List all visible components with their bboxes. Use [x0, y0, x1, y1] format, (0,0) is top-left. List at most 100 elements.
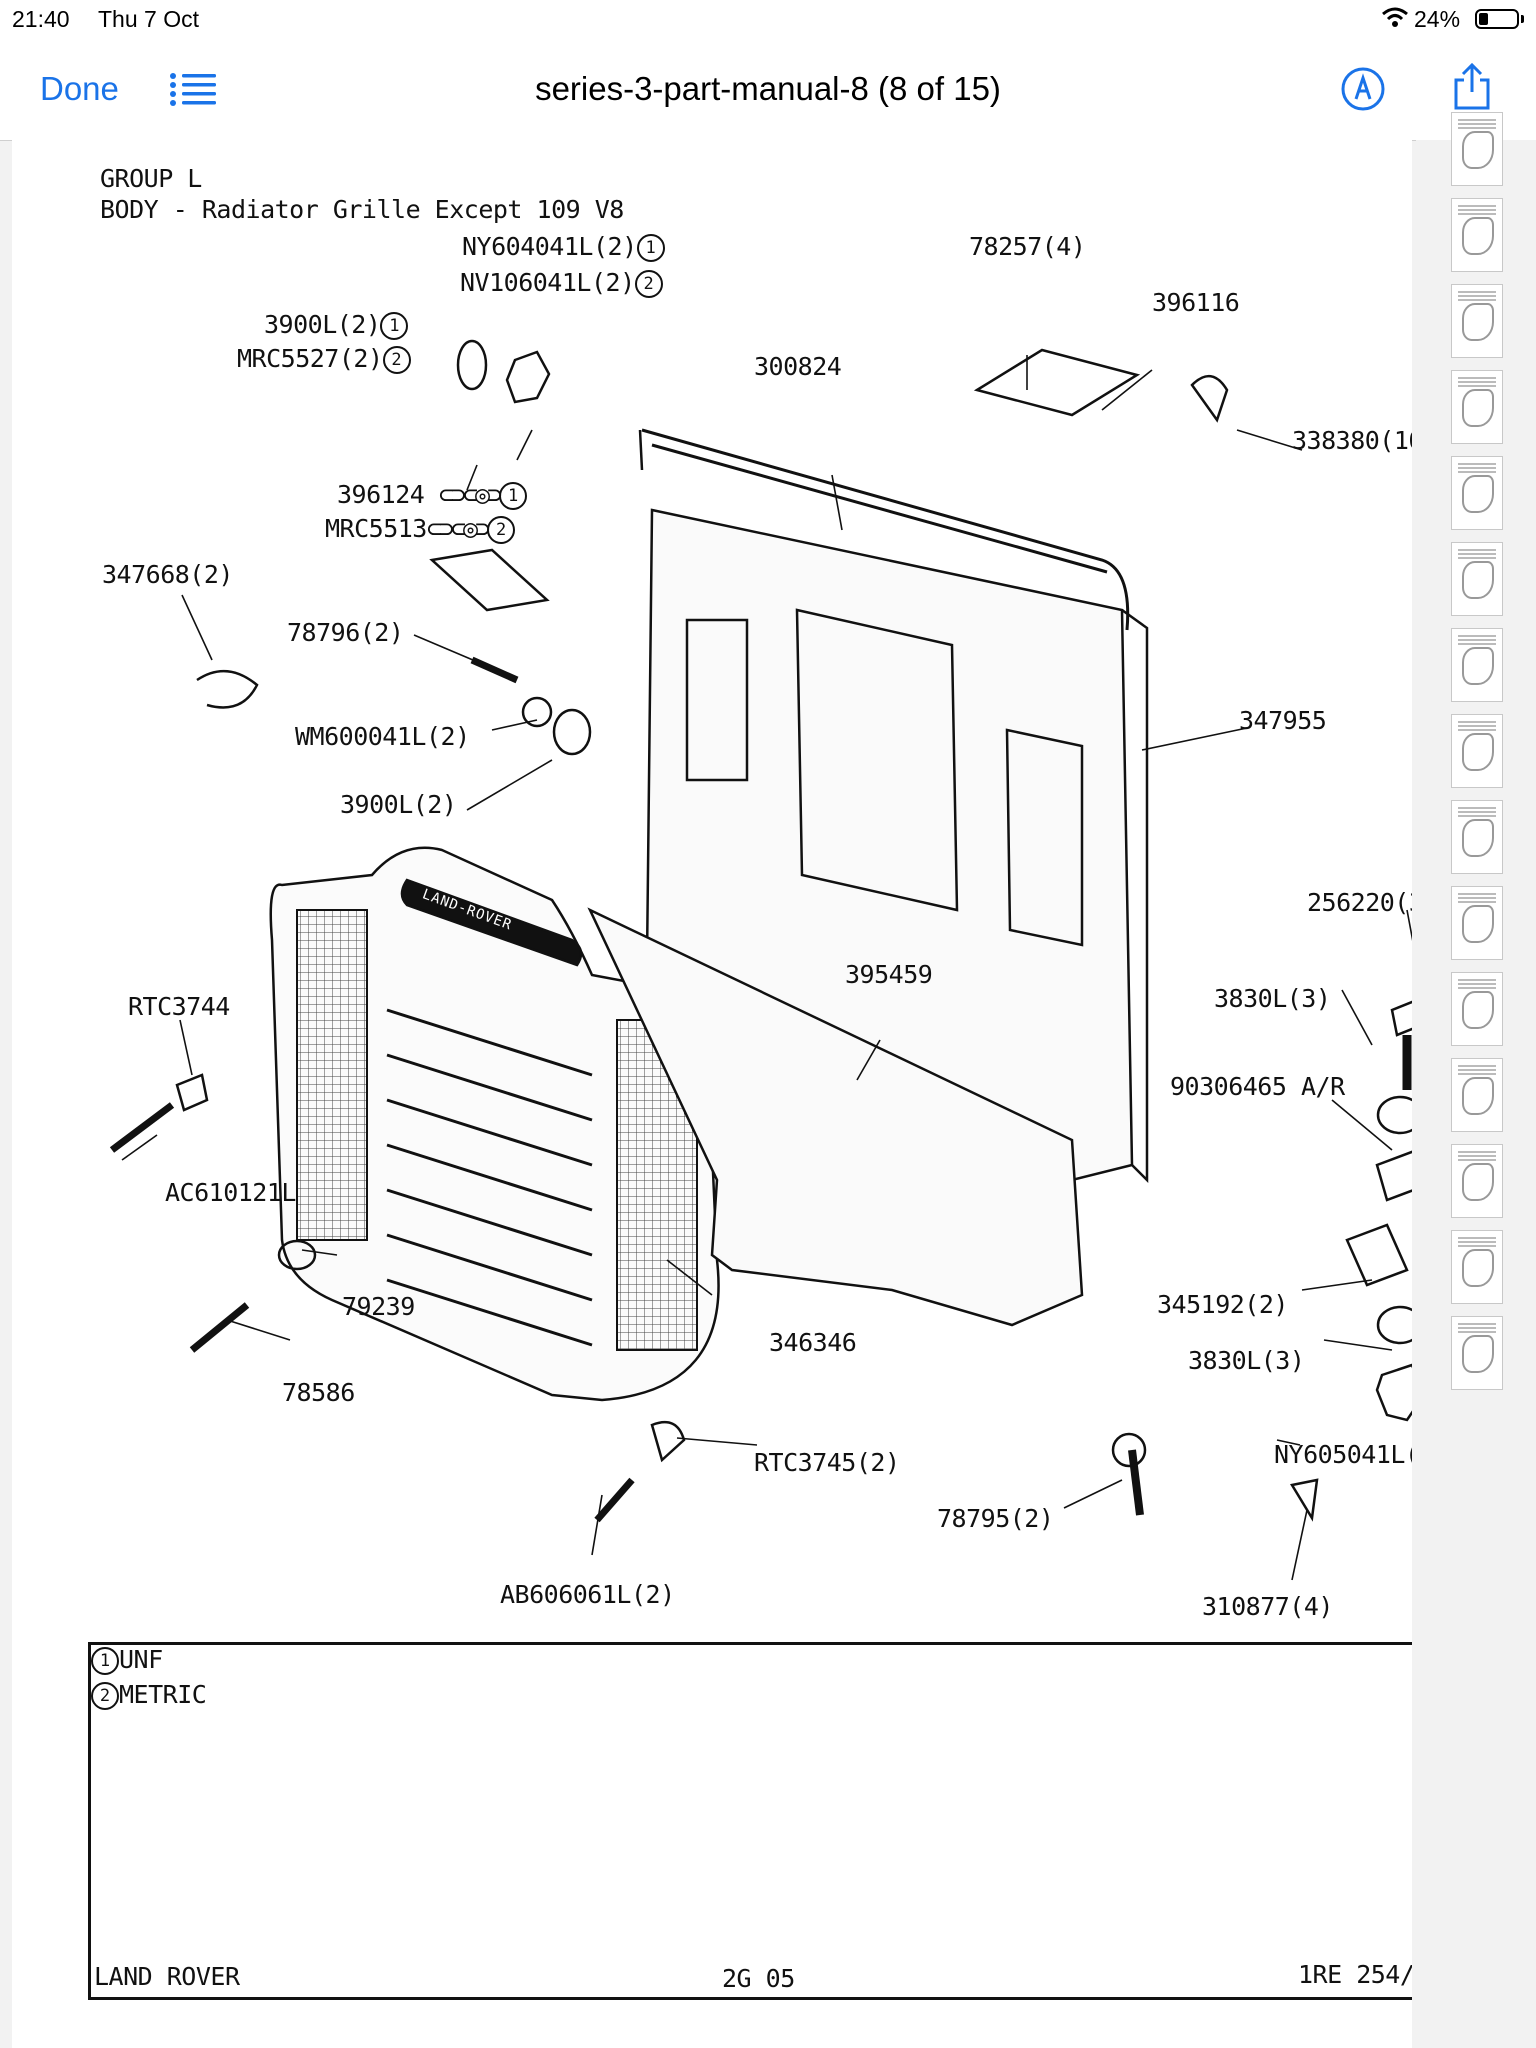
thumbnail-figure: [1462, 991, 1494, 1029]
thumbnail-figure: [1462, 561, 1494, 599]
page-subtitle: BODY - Radiator Grille Except 109 V8: [100, 195, 624, 224]
page-thumbnail[interactable]: [1451, 628, 1503, 702]
thumbnail-line: [1458, 291, 1496, 293]
page-thumbnail[interactable]: [1451, 542, 1503, 616]
thumbnail-line: [1458, 549, 1496, 551]
thumbnail-line: [1458, 213, 1496, 215]
page-thumbnail[interactable]: [1451, 800, 1503, 874]
thumbnail-line: [1458, 205, 1496, 207]
document-page[interactable]: GROUP L BODY - Radiator Grille Except 10…: [12, 140, 1412, 2048]
thumbnail-line: [1458, 127, 1496, 129]
label-310877: 310877(4): [1202, 1592, 1333, 1621]
page-thumbnail[interactable]: [1451, 1230, 1503, 1304]
page-thumbnail[interactable]: [1451, 1316, 1503, 1390]
navigation-bar: Done series-3-part-manual-8 (8 of 15): [0, 36, 1536, 141]
clip-347668: [196, 669, 259, 709]
thumbnail-line: [1458, 299, 1496, 301]
thumbnail-line: [1458, 1323, 1496, 1325]
thumbnail-line: [1458, 377, 1496, 379]
label-396116: 396116: [1152, 288, 1240, 317]
page-thumbnail[interactable]: [1451, 370, 1503, 444]
spacer-79239: [277, 1239, 317, 1271]
group-heading: GROUP L: [100, 164, 202, 193]
thumbnail-line: [1458, 1245, 1496, 1247]
done-button[interactable]: Done: [40, 70, 119, 107]
thumbnail-line: [1458, 979, 1496, 981]
bracket-345192: [1345, 1223, 1409, 1287]
page-thumbnail[interactable]: [1451, 198, 1503, 272]
thumbnail-figure: [1462, 733, 1494, 771]
parts-diagram: [109, 339, 1412, 1581]
thumbnail-line: [1458, 815, 1496, 817]
clip-338380: [1190, 375, 1229, 423]
thumbnail-line: [1458, 639, 1496, 641]
label-nv106041l: NV106041L(2)2: [460, 268, 663, 298]
plate-396116: [973, 348, 1141, 417]
thumbnail-line: [1458, 1155, 1496, 1157]
label-3900l: 3900L(2)1: [264, 310, 409, 340]
nut-ny605041l: [1375, 1363, 1412, 1422]
thumbnail-line: [1458, 295, 1496, 297]
battery-percent: 24%: [1414, 6, 1461, 32]
legend-box: [88, 1642, 1412, 2000]
thumbnail-line: [1458, 729, 1496, 731]
thumbnail-line: [1458, 811, 1496, 813]
panel-opening-left: [685, 618, 749, 782]
label-78796: 78796(2): [287, 618, 404, 647]
thumbnail-figure: [1462, 389, 1494, 427]
screw-78586: [189, 1302, 250, 1353]
panel-395459: [587, 907, 1084, 1327]
thumbnail-line: [1458, 385, 1496, 387]
page-thumbnail[interactable]: [1451, 972, 1503, 1046]
label-mrc5513: MRC5513⊂⊃⊂◎⊃2: [325, 514, 516, 544]
washer-3900l: [456, 339, 488, 391]
nut-ny604041l: [505, 350, 551, 404]
page-thumbnail[interactable]: [1451, 284, 1503, 358]
washer-3830l-b: [1376, 1305, 1412, 1345]
nut-rtc3744: [175, 1073, 209, 1112]
thumbnail-line: [1458, 1065, 1496, 1067]
page-thumbnail[interactable]: [1451, 456, 1503, 530]
thumbnail-line: [1458, 467, 1496, 469]
share-icon[interactable]: [1450, 62, 1494, 112]
label-90306465: 90306465 A/R: [1170, 1072, 1345, 1101]
page-thumbnail[interactable]: [1451, 714, 1503, 788]
washer-wm600041l: [521, 696, 553, 728]
label-345192: 345192(2): [1157, 1290, 1288, 1319]
document-title: series-3-part-manual-8 (8 of 15): [535, 70, 1001, 107]
label-ab606061l: AB606061L(2): [500, 1580, 675, 1609]
page-thumbnail[interactable]: [1451, 1144, 1503, 1218]
thumbnail-line: [1458, 893, 1496, 895]
thumbnail-line: [1458, 1073, 1496, 1075]
page-thumbnail[interactable]: [1451, 112, 1503, 186]
label-ac610121l: AC610121L: [165, 1178, 296, 1207]
label-347668: 347668(2): [102, 560, 233, 589]
thumbnail-figure: [1462, 303, 1494, 341]
footer-brand: LAND ROVER: [94, 1962, 240, 1991]
label-347955: 347955: [1239, 706, 1327, 735]
status-bar: 21:40 Thu 7 Oct 24%: [0, 0, 1536, 36]
label-338380: 338380(10): [1292, 426, 1412, 455]
screw-ab606061l: [594, 1477, 635, 1523]
label-78586: 78586: [282, 1378, 355, 1407]
thumbnail-line: [1458, 983, 1496, 985]
bolt-256220: [1390, 1000, 1412, 1037]
label-rtc3744: RTC3744: [128, 992, 230, 1021]
battery-icon: [1475, 9, 1519, 29]
thumbnail-line: [1458, 643, 1496, 645]
list-icon[interactable]: [170, 72, 216, 108]
page-thumbnail[interactable]: [1451, 1058, 1503, 1132]
label-396124: 396124 ⊂⊃⊂◎⊃1: [337, 480, 528, 510]
label-79239: 79239: [342, 1292, 415, 1321]
thumbnail-figure: [1462, 1335, 1494, 1373]
page-thumbnail[interactable]: [1451, 886, 1503, 960]
thumbnail-line: [1458, 1241, 1496, 1243]
thumbnail-line: [1458, 901, 1496, 903]
markup-pen-icon[interactable]: [1340, 66, 1386, 112]
thumbnail-line: [1458, 725, 1496, 727]
page-thumbnail-sidebar[interactable]: [1416, 112, 1536, 2048]
label-78257: 78257(4): [969, 232, 1086, 261]
label-395459: 395459: [845, 960, 933, 989]
